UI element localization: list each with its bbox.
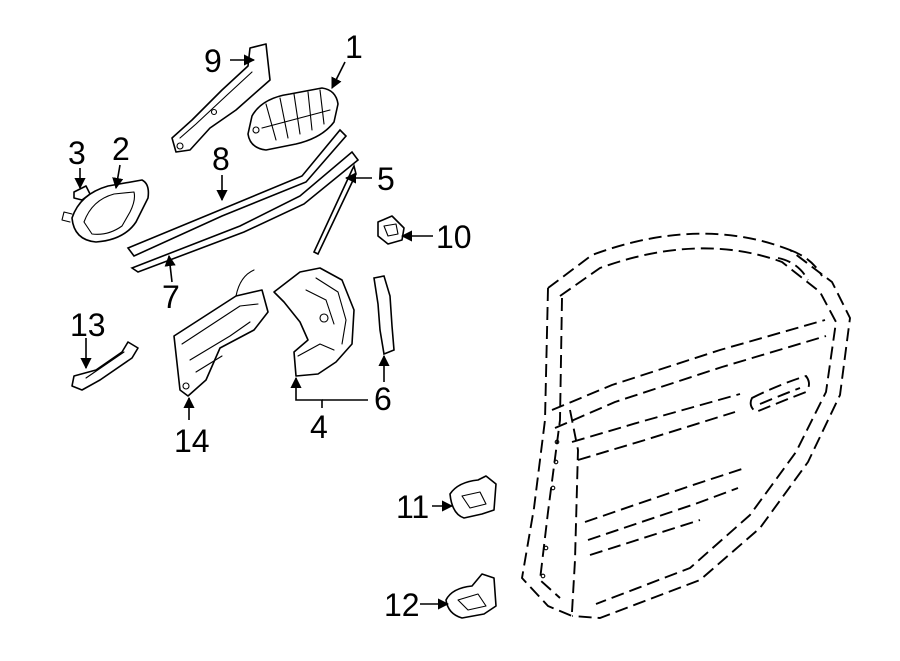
rear-door-shell: [521, 232, 851, 619]
callout-10: 10: [436, 219, 472, 255]
callout-5: 5: [377, 161, 395, 197]
part-4-door-latch: [273, 267, 355, 377]
part-7-handle-rod: [130, 150, 360, 273]
part-1-outside-handle: [247, 87, 339, 151]
part-8-lock-rod: [126, 128, 348, 257]
callout-14: 14: [174, 423, 210, 459]
callout-2: 2: [112, 131, 130, 167]
callout-13: 13: [70, 307, 106, 343]
callout-9: 9: [204, 43, 222, 79]
part-5-rod: [312, 163, 357, 256]
callout-11: 11: [396, 489, 429, 525]
callout-8: 8: [212, 141, 230, 177]
part-14-lock-actuator: [173, 269, 269, 397]
part-2-inside-handle: [61, 179, 150, 243]
callout-12: 12: [384, 587, 420, 623]
callout-leaders: [74, 54, 454, 610]
callout-3: 3: [68, 135, 86, 171]
callout-1: 1: [345, 29, 363, 65]
part-6-latch-rod: [373, 275, 395, 356]
part-11-upper-hinge: [449, 475, 497, 519]
part-9-handle-bracket: [171, 43, 271, 153]
part-13-door-check: [71, 341, 139, 391]
part-12-lower-hinge: [445, 573, 497, 619]
callout-4: 4: [310, 409, 328, 445]
callout-6: 6: [374, 381, 392, 417]
callout-7: 7: [162, 279, 180, 315]
part-10-clip: [377, 215, 405, 245]
